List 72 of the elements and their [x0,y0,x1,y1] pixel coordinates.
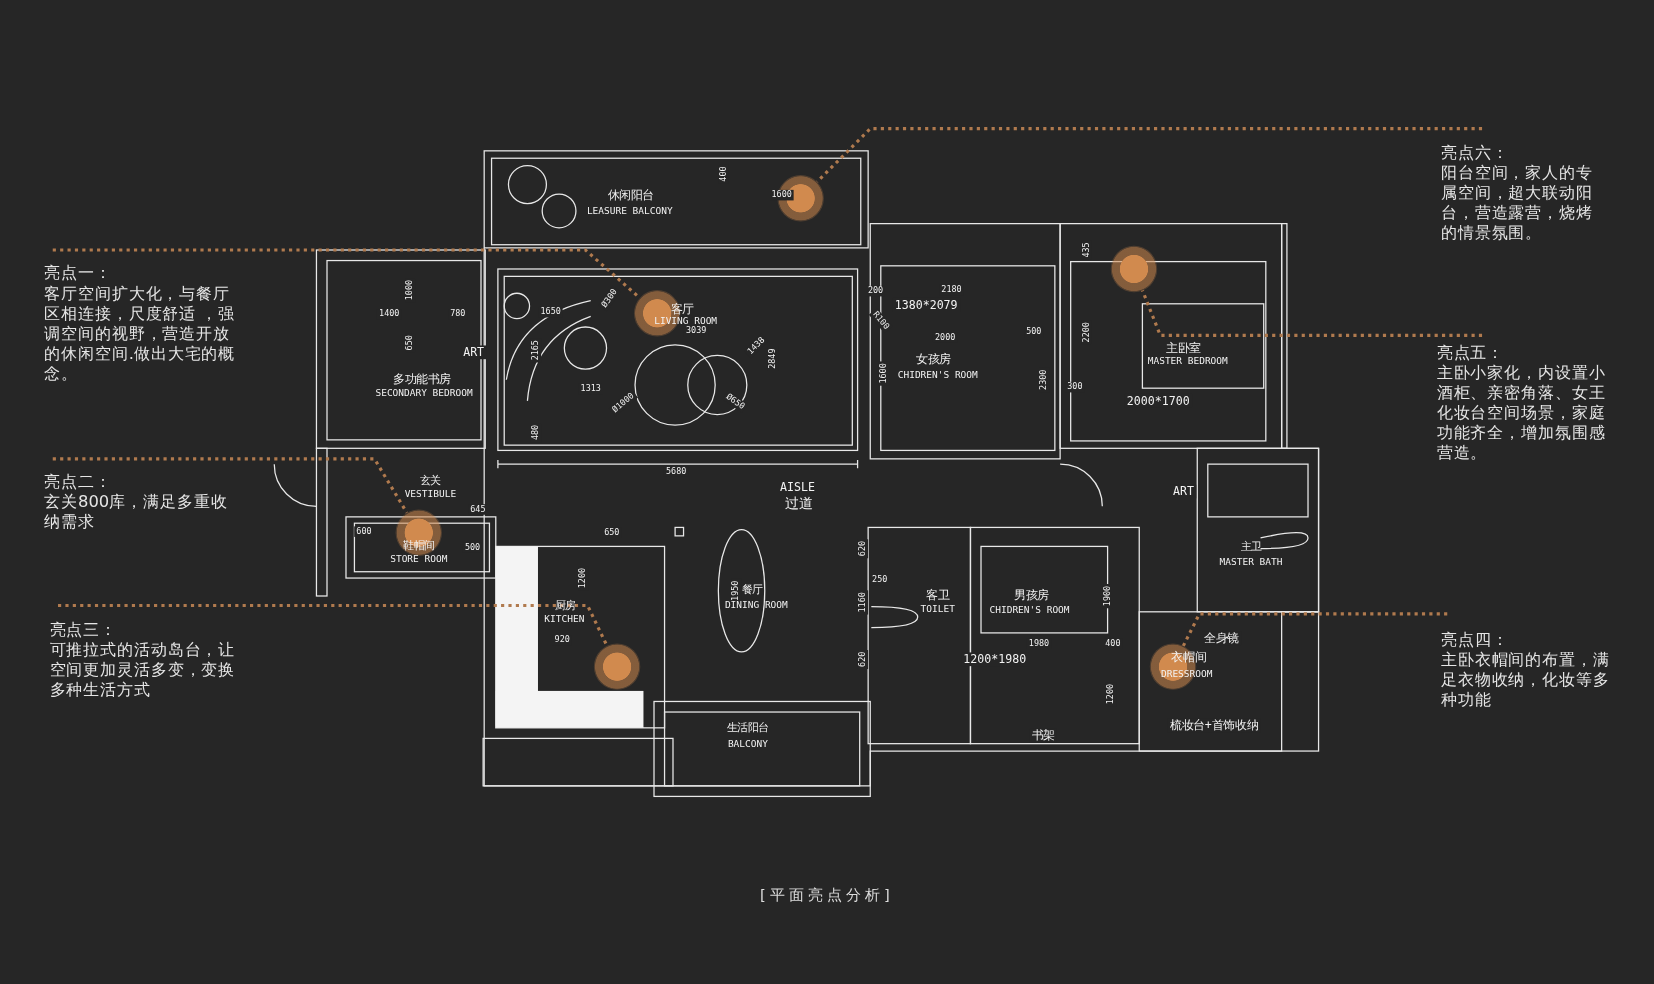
note-text: 主卧小家化，内设置小酒柜、亲密角落、女王化妆台空间场景，家庭功能齐全，增加氛围感营造。 [1436,362,1606,464]
room-name: DINING ROOM [724,600,788,611]
room-name: 多功能书房 [392,373,451,386]
note-text: 玄关800库，满足多重收纳需求 [44,492,229,533]
dimension-label: 600 [354,526,374,537]
dimension-label: 300 [1065,381,1085,393]
room-name: 女孩房 [916,353,951,366]
dimension-label: 200 [865,285,886,297]
leader-line [1181,612,1448,647]
dimension-label: 1160 [857,590,869,615]
room-name: MASTER BATH [1219,557,1283,567]
room-name: MASTER BEDROOM [1147,357,1228,367]
dimension-label: 645 [468,504,488,515]
annotation-text: 2000*1700 [1124,394,1192,408]
annotation-text: ART [461,345,487,360]
dimension-label: 1650 [538,306,563,318]
dimension-label: 2200 [1081,320,1092,345]
dimension-label: 1900 [1102,583,1113,609]
note-heading: 亮点五： [1436,342,1506,363]
caption: [平面亮点分析] [760,886,894,905]
room-name: 客卫 [926,589,950,601]
note-text: 阳台空间，家人的专属空间，超大联动阳台，营造露营，烧烤的情景氛围。 [1440,163,1594,244]
note-heading: 亮点一： [44,263,113,284]
dimension-label: 5680 [663,466,689,477]
annotation-text: 1200*1980 [961,652,1029,667]
dimension-label: 1600 [769,189,794,201]
room-name: 生活阳台 [726,722,769,734]
note-heading: 亮点六： [1440,143,1510,164]
room-name: LEASURE BALCONY [586,206,673,216]
room-name: 主卫 [1240,541,1262,552]
room-name: CHIDREN'S ROOM [989,606,1070,616]
dimension-label: 620 [857,538,869,559]
dimension-label: 400 [718,164,729,184]
annotation-text: 全身镜 [1202,631,1242,646]
note-heading: 亮点四： [1440,629,1510,650]
room-name: STORE ROOM [390,554,448,564]
room-name: 鞋帽间 [402,540,435,551]
room-name: 休闲阳台 [607,189,654,201]
room-name: VESTIBULE [404,490,457,500]
room-name: LIVING ROOM [654,317,718,327]
room-name: SECONDARY BEDROOM [375,388,473,399]
dimension-label: 435 [1081,240,1092,260]
dimension-label: 2000 [932,332,958,343]
highlight-marker [395,509,442,556]
annotation-text: 书架 [1029,728,1057,743]
note-heading: 亮点二： [44,472,113,493]
leader-line [52,457,409,514]
note-heading: 亮点三： [49,620,119,641]
room-name: DRESSROOM [1161,669,1213,679]
note-text: 客厅空间扩大化，与餐厅区相连接，尺度舒适 ，强调空间的视野，营造开放的休闲空间.做出大宅的概念。 [44,283,237,384]
dimension-label: 2165 [530,337,542,363]
room-name: 过道 [784,496,813,510]
note-text: 主卧衣帽间的布置，满足衣物收纳，化妆等多种功能 [1440,649,1611,710]
room-name: 男孩房 [1014,589,1050,601]
room-name: 玄关 [419,475,441,487]
annotation-text: 梳妆台+首饰收纳 [1167,718,1261,733]
dimension-label: 400 [1103,638,1123,649]
dimension-label: 1980 [1026,638,1052,649]
note-text: 可推拉式的活动岛台，让空间更加灵活多变，变换多种生活方式 [49,640,237,701]
room-name: 衣帽间 [1171,651,1207,663]
dimension-label: 500 [462,542,483,553]
room-name: CHIDREN'S ROOM [897,370,978,381]
room-name: 主卧室 [1166,342,1201,354]
room-name: 厨房 [554,600,576,611]
room-name: 客厅 [670,303,695,315]
room-name: BALCONY [727,740,768,750]
room-name: TOILET [920,604,955,615]
dimension-label: 620 [857,649,869,669]
leader-line [58,603,609,647]
dimension-label: 650 [602,527,622,538]
room-name: AISLE [780,481,815,494]
room-name: 餐厅 [741,584,763,595]
